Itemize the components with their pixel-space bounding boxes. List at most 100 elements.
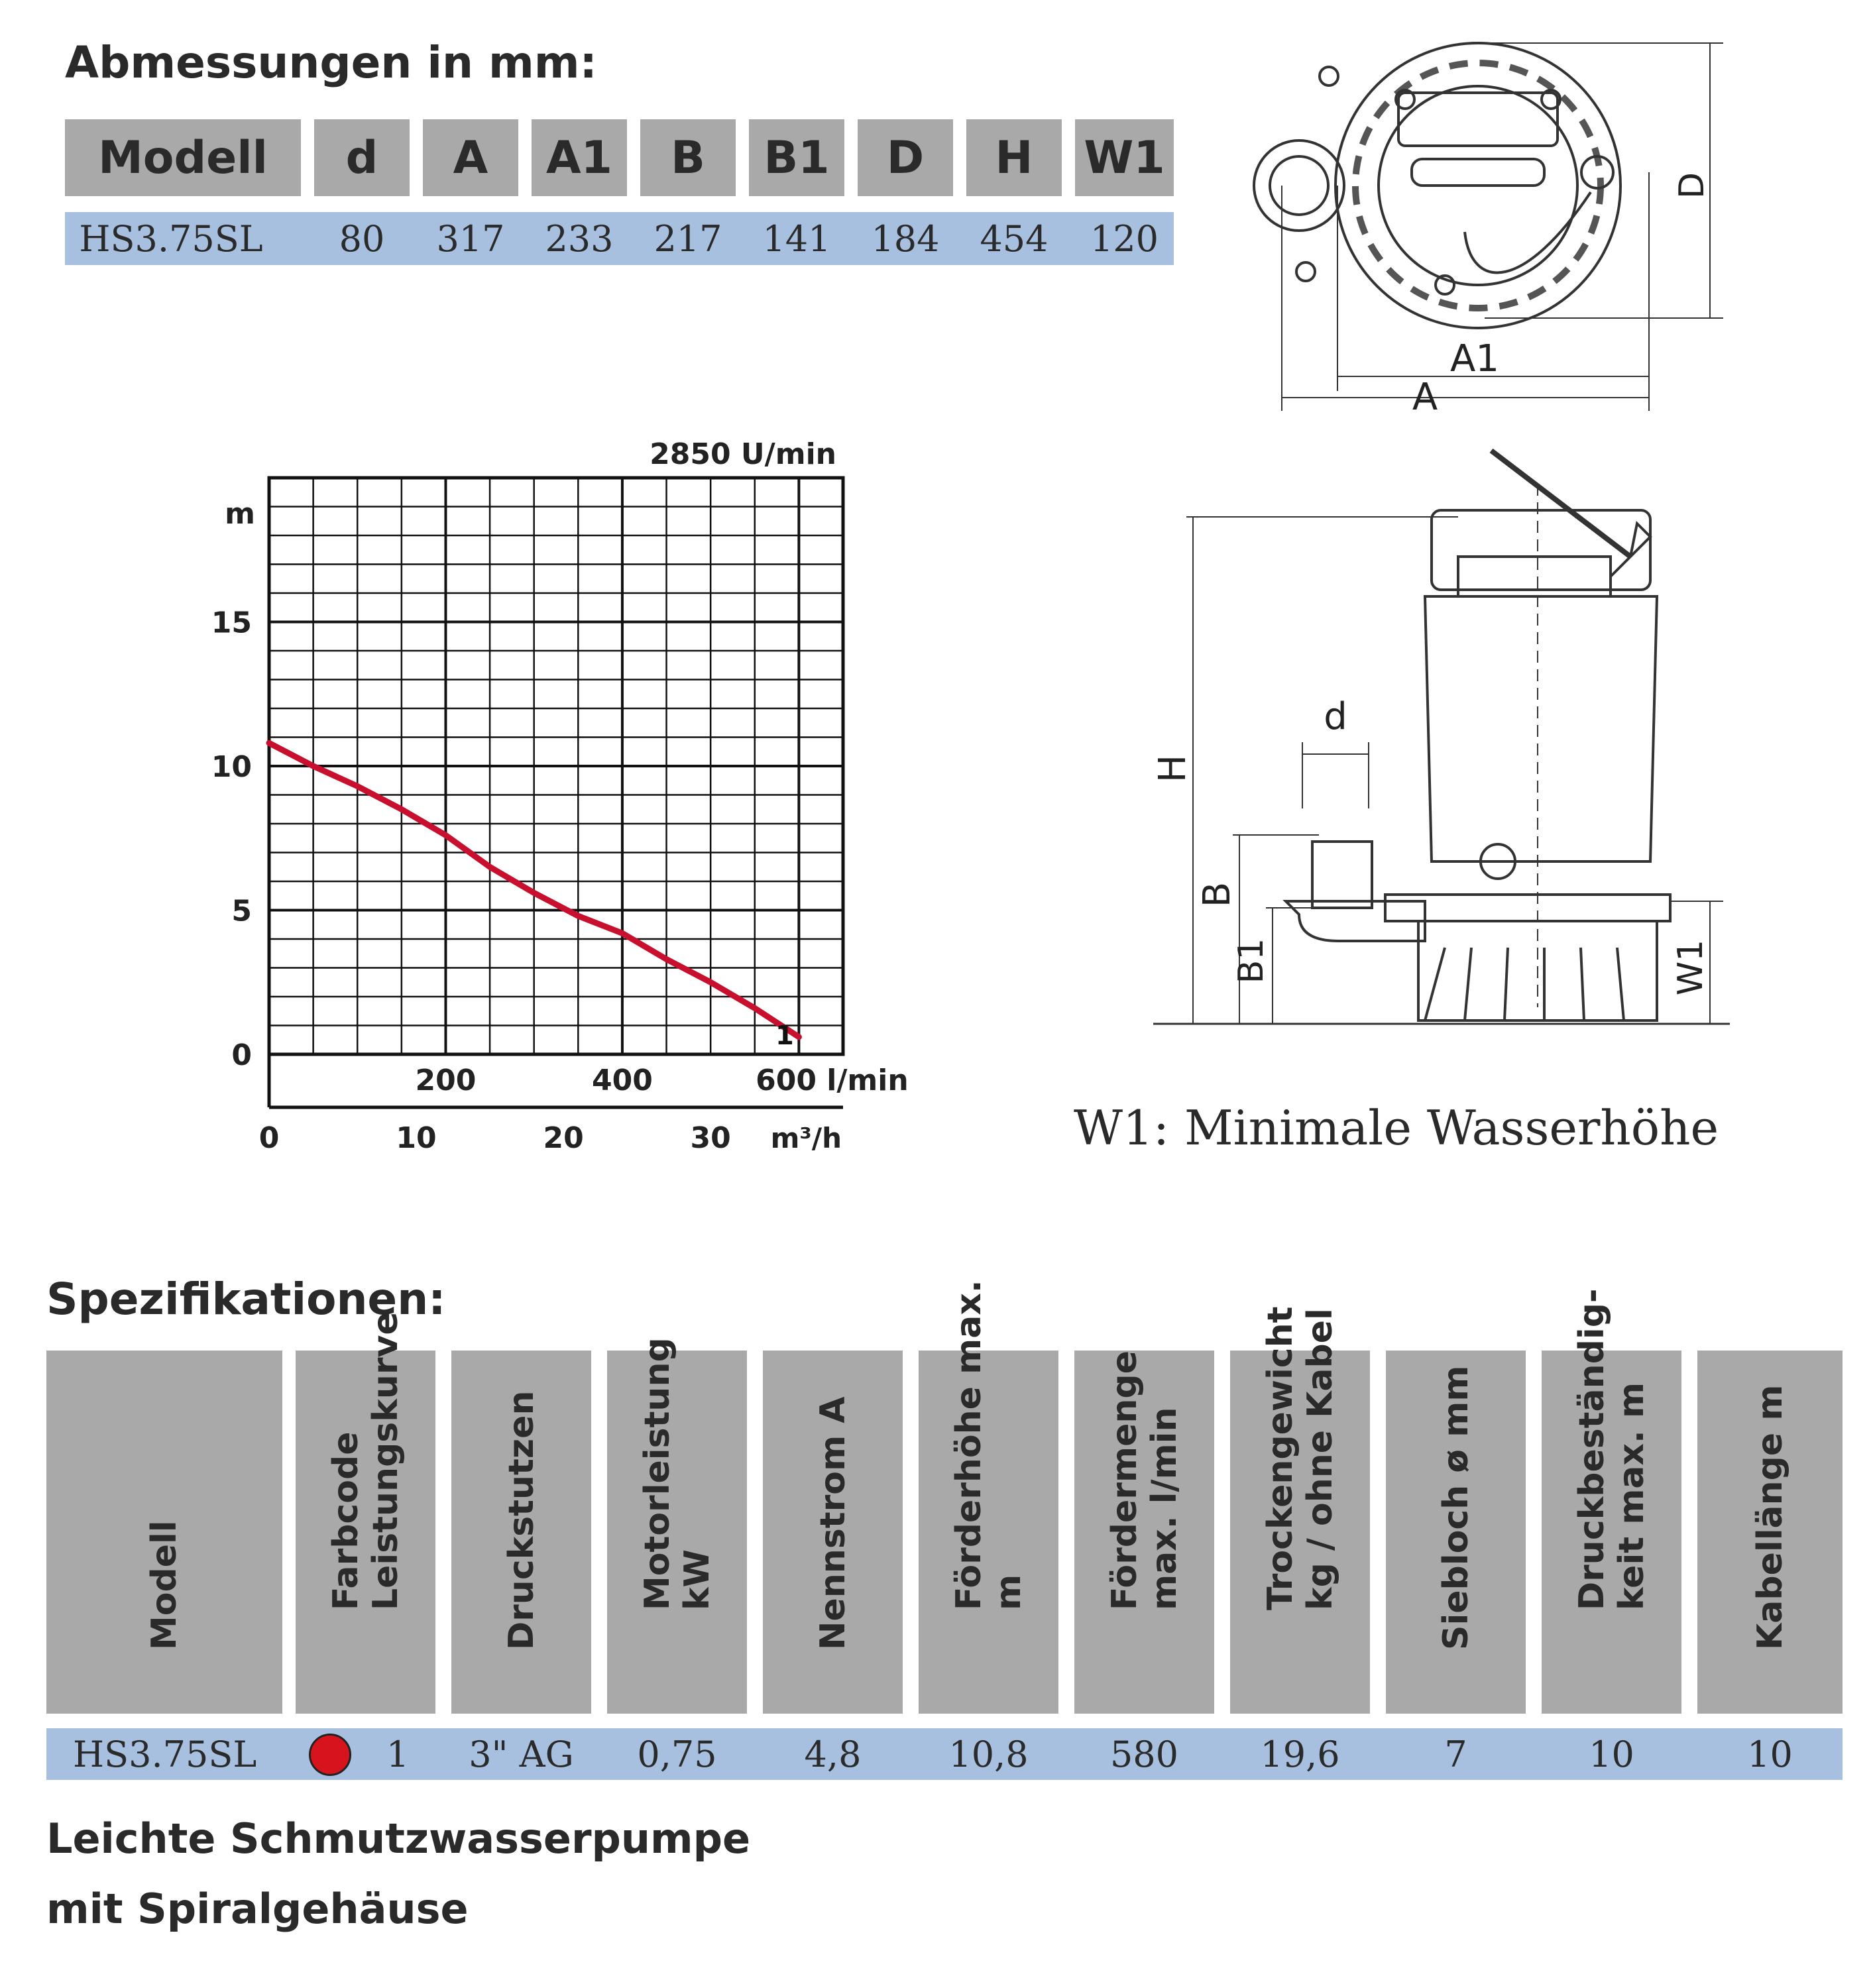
product-description-line-1: Leichte Schmutzwasserpumpe	[46, 1814, 751, 1863]
spec-header-foerderhoehe: Förderhöhe max.m	[919, 1280, 1058, 1714]
dimensions-heading: Abmessungen in mm:	[65, 37, 597, 88]
label-d-upper: D	[1672, 172, 1712, 199]
spec-header-kabellaenge: Kabellänge m	[1697, 1351, 1843, 1714]
caption-w1: W1: Minimale Wasserhöhe	[1074, 1100, 1719, 1156]
dim-header-b1: B1	[749, 119, 844, 196]
y-tick-label: 0	[231, 1038, 252, 1072]
outlet-bore	[1269, 155, 1330, 216]
spec-header-siebloch: Siebloch ø mm	[1386, 1351, 1526, 1714]
spec-header-nennstrom: Nennstrom A	[763, 1351, 903, 1714]
pump-base	[1417, 920, 1658, 1022]
x-tick-label-m3h: 20	[543, 1121, 583, 1155]
dim-header-modell: Modell	[65, 119, 301, 196]
cable-loop	[1463, 191, 1592, 274]
x-tick-label-lmin: 600 l/min	[756, 1064, 909, 1097]
x-tick-label-m3h: 30	[691, 1121, 731, 1155]
strainer-ribs	[1424, 947, 1625, 1021]
side-view-drawing: d H B B1 W1	[1153, 448, 1730, 1025]
dim-cell-w1: 120	[1090, 217, 1159, 260]
color-code-dot	[309, 1734, 351, 1776]
dim-header-a: A	[423, 119, 518, 196]
dim-header-b: B	[640, 119, 736, 196]
spec-cell-foerdermenge: 580	[1109, 1733, 1179, 1775]
spec-cell-modell: HS3.75SL	[73, 1733, 257, 1775]
dim-cell-modell: HS3.75SL	[79, 217, 263, 260]
label-d: d	[1324, 695, 1347, 738]
chart-frame	[267, 476, 845, 1056]
spec-header-druckstutzen: Druckstutzen	[451, 1351, 591, 1714]
spec-cell-trockengewicht: 19,6	[1260, 1733, 1340, 1775]
spec-header-modell: Modell	[46, 1351, 282, 1714]
spec-cell-druckstutzen: 3" AG	[469, 1733, 574, 1775]
y-tick-label: 10	[211, 750, 252, 784]
x-tick-label-lmin: 200	[416, 1064, 477, 1097]
x-tick-label-m3h: 0	[259, 1121, 280, 1155]
spec-cell-siebloch: 7	[1444, 1733, 1467, 1775]
curve-label: 1	[775, 1021, 794, 1051]
spec-cell-kabellaenge: 10	[1747, 1733, 1793, 1775]
product-description: Leichte Schmutzwasserpumpe mit Spiralgeh…	[46, 1804, 750, 1944]
dim-header-a1: A1	[532, 119, 627, 196]
housing-ribs	[1352, 60, 1604, 311]
y-tick-label: 15	[211, 606, 252, 640]
label-w1: W1	[1671, 940, 1711, 996]
chart-grid	[269, 478, 843, 1054]
handle-top	[1397, 91, 1559, 147]
label-b1: B1	[1231, 938, 1271, 984]
discharge-outlet	[1311, 840, 1373, 909]
motor-cap	[1430, 509, 1652, 591]
spec-cell-druckbestaendigkeit: 10	[1589, 1733, 1634, 1775]
dim-cell-h: 454	[980, 217, 1049, 260]
specs-heading: Spezifikationen:	[46, 1274, 446, 1325]
spec-cell-nennstrom: 4,8	[804, 1733, 862, 1775]
dim-cell-a: 317	[436, 217, 505, 260]
label-a1: A1	[1450, 337, 1499, 380]
spec-cell-kurve: 1	[386, 1733, 410, 1775]
y-unit-label: m	[225, 497, 255, 531]
dim-cell-d-upper: 184	[871, 217, 940, 260]
dim-header-h: H	[966, 119, 1062, 196]
flange-plate	[1384, 893, 1672, 922]
cable-gland	[1580, 155, 1615, 190]
bolt-1	[1318, 66, 1339, 87]
bolt-3	[1394, 89, 1416, 110]
bolt-2	[1295, 261, 1316, 282]
speed-label: 2850 U/min	[650, 437, 836, 471]
dim-row	[65, 212, 1174, 265]
dim-cell-b1: 141	[762, 217, 831, 260]
dim-header-d-upper: D	[858, 119, 953, 196]
carry-handle	[1489, 448, 1632, 559]
x-unit-m3h: m³/h	[771, 1122, 842, 1154]
y-tick-label: 5	[231, 895, 252, 928]
dim-header-d: d	[314, 119, 410, 196]
spec-cell-foerderhoehe: 10,8	[948, 1733, 1029, 1775]
dim-cell-d: 80	[339, 217, 385, 260]
motor-housing	[1423, 595, 1659, 863]
outlet-flange	[1253, 139, 1345, 232]
y-tick-labels: 0 5 10 15	[211, 606, 252, 1073]
discharge-bend	[1282, 900, 1426, 942]
label-h: H	[1153, 755, 1194, 783]
spec-cell-motorleistung: 0,75	[637, 1733, 717, 1775]
spec-header-druckbestaendigkeit: Druckbeständig-keit max. m	[1542, 1289, 1681, 1714]
bolt-4	[1540, 89, 1561, 110]
housing-inner-circle	[1377, 85, 1579, 286]
dim-cell-b: 217	[653, 217, 722, 260]
housing-outer-circle	[1334, 42, 1622, 329]
label-b: B	[1196, 882, 1239, 907]
dim-cell-a1: 233	[545, 217, 614, 260]
dim-header-w1: W1	[1075, 119, 1174, 196]
label-a: A	[1412, 376, 1438, 419]
bolt-5	[1434, 274, 1455, 296]
product-description-line-2: mit Spiralgehäuse	[46, 1885, 469, 1933]
performance-curve-1	[266, 740, 802, 1040]
handle-bar	[1410, 158, 1546, 187]
top-view-drawing: D A1 A	[1253, 42, 1723, 419]
